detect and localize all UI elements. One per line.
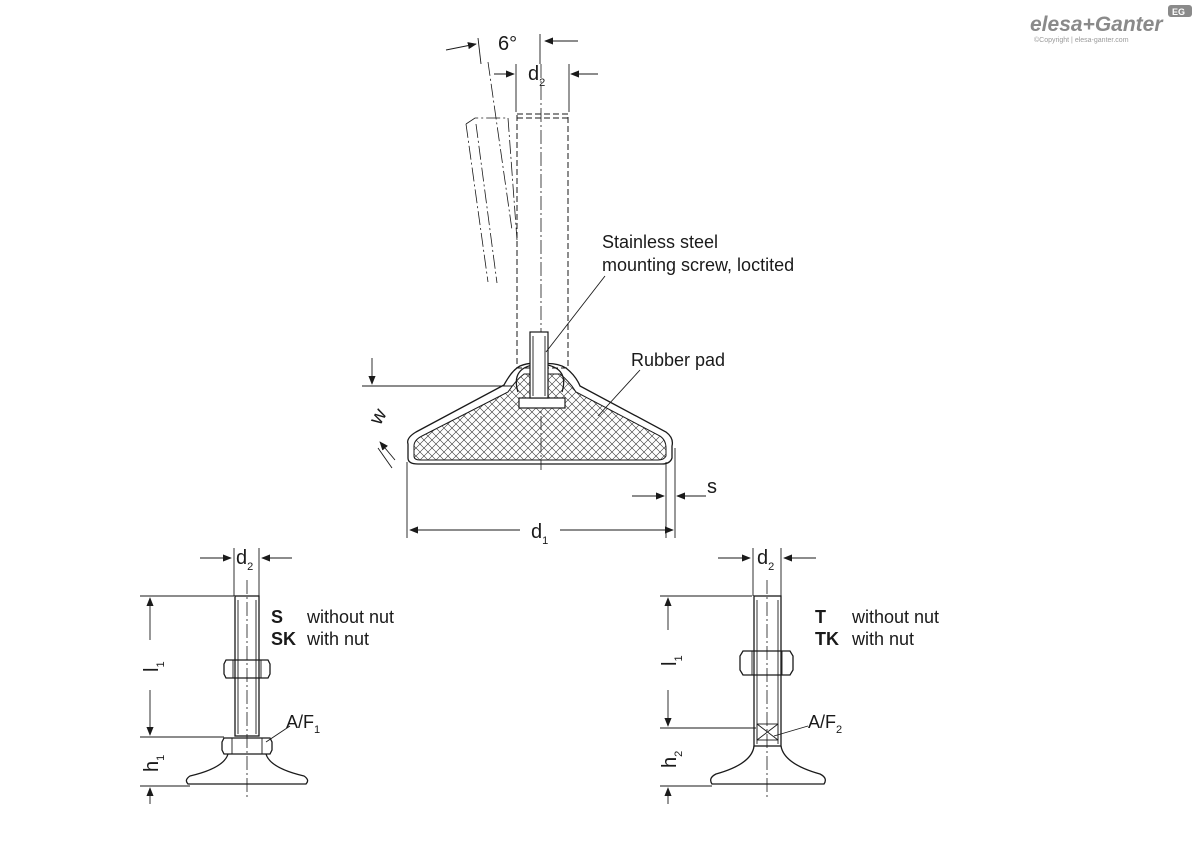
left-code-2: SK: [271, 629, 296, 649]
right-hex-nut: [739, 650, 794, 676]
rubber-pad: [413, 373, 667, 461]
screw-shank: [529, 331, 549, 399]
tilted-stem-phantom: [465, 117, 518, 284]
right-code-2: TK: [815, 629, 839, 649]
right-h2-label: h2: [659, 751, 685, 768]
screw-callout-line1: Stainless steel: [602, 232, 718, 252]
left-desc-2: with nut: [306, 629, 369, 649]
base-shell: [407, 362, 674, 465]
left-hex-nut: [223, 659, 271, 679]
s-label: s: [707, 476, 717, 498]
right-l1-label: l1: [659, 655, 685, 666]
screw-leader: [545, 275, 606, 353]
angle-label: 6°: [498, 33, 517, 55]
brand-logo: elesa+Ganter EG ©Copyright | elesa-gante…: [1030, 5, 1192, 44]
left-h1-label: h1: [141, 755, 167, 772]
brand-badge: EG: [1172, 7, 1185, 17]
pad-callout: Rubber pad: [631, 350, 725, 370]
angle-arrow-left: [445, 42, 477, 51]
right-desc-2: with nut: [851, 629, 914, 649]
right-variant-view: d2 l1 h2 A/F2 T without nut TK with nut: [659, 547, 939, 804]
d2-label: d2: [528, 63, 545, 89]
left-l1-label: l1: [141, 661, 167, 672]
right-af-label: A/F2: [808, 712, 842, 736]
copyright-text: ©Copyright | elesa-ganter.com: [1034, 36, 1129, 44]
main-section-view: 6° d2 Stainless steel mounting screw, lo…: [362, 33, 794, 547]
left-af-label: A/F1: [286, 712, 320, 736]
right-code-1: T: [815, 607, 826, 627]
left-variant-view: d2 l1 h1 A/F1 S without nut SK with nu: [140, 547, 394, 804]
right-foot: [710, 745, 826, 785]
pad-leader: [597, 369, 641, 417]
threaded-stem-phantom: [516, 113, 569, 369]
right-threaded-stem: [753, 595, 782, 747]
brand-name: elesa+Ganter: [1030, 13, 1164, 36]
d1-label: d1: [531, 521, 548, 547]
w-label: w: [365, 405, 392, 430]
left-code-1: S: [271, 607, 283, 627]
screw-callout-line2: mounting screw, loctited: [602, 255, 794, 275]
brand-badge-box: [1168, 5, 1192, 17]
left-d2-label: d2: [236, 547, 253, 573]
right-d2-label: d2: [757, 547, 774, 573]
right-desc-1: without nut: [851, 607, 939, 627]
right-wrench-flats: [756, 723, 779, 741]
left-desc-1: without nut: [306, 607, 394, 627]
screw-head: [518, 397, 566, 409]
